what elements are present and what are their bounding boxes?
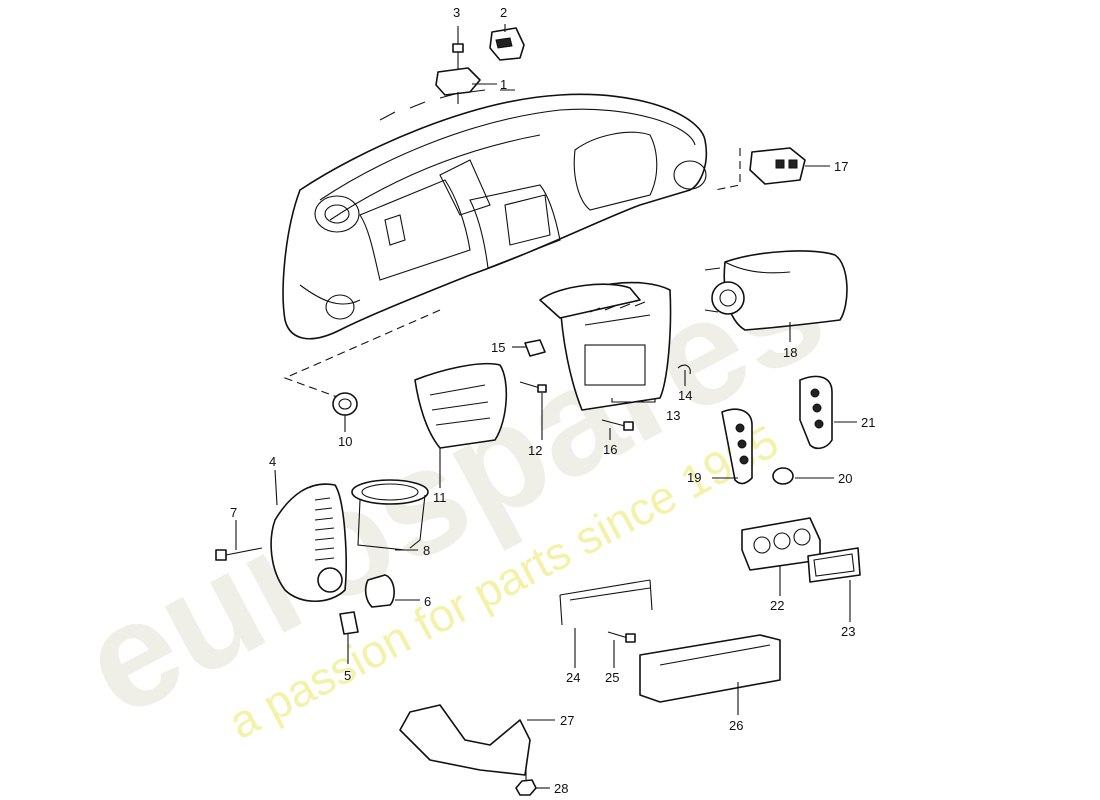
part-1-bracket bbox=[435, 67, 481, 104]
part-15-nut bbox=[524, 339, 546, 357]
part-4-side-panel bbox=[270, 483, 347, 602]
callout-13: 13 bbox=[666, 408, 680, 423]
callout-25: 25 bbox=[605, 670, 619, 685]
part-6-ring bbox=[364, 574, 395, 608]
part-17-switch bbox=[749, 147, 806, 185]
callout-28: 28 bbox=[554, 781, 568, 796]
callout-12: 12 bbox=[528, 443, 542, 458]
part-8-cup-holder bbox=[351, 479, 429, 551]
part-19-vent-bezel bbox=[721, 408, 753, 485]
callout-7: 7 bbox=[230, 505, 237, 520]
callout-16: 16 bbox=[603, 442, 617, 457]
part-3-screw bbox=[452, 43, 464, 72]
callout-labels: 1 2 3 4 5 6 7 8 10 11 12 13 14 15 16 17 … bbox=[230, 5, 875, 796]
reference-lines bbox=[283, 148, 741, 399]
callout-22: 22 bbox=[770, 598, 784, 613]
part-20-cap bbox=[772, 467, 794, 485]
part-7-screw bbox=[215, 547, 263, 561]
part-11-bracket bbox=[414, 362, 508, 449]
callout-27: 27 bbox=[560, 713, 574, 728]
dashboard-body bbox=[282, 89, 708, 340]
callout-11: 11 bbox=[433, 490, 447, 505]
callout-8: 8 bbox=[423, 543, 430, 558]
part-2-clip bbox=[489, 27, 525, 61]
part-24-bracket bbox=[559, 579, 653, 626]
part-5-clip bbox=[339, 611, 359, 635]
callout-20: 20 bbox=[838, 471, 852, 486]
callout-4: 4 bbox=[269, 454, 276, 469]
callout-21: 21 bbox=[861, 415, 875, 430]
part-25-screw bbox=[607, 631, 636, 643]
part-28-nut bbox=[515, 779, 537, 796]
part-18-airbag bbox=[704, 250, 848, 331]
leader-lines bbox=[235, 24, 857, 789]
callout-26: 26 bbox=[729, 718, 743, 733]
callout-15: 15 bbox=[491, 340, 505, 355]
part-21-vent-bezel bbox=[799, 375, 833, 450]
part-13-center-housing bbox=[539, 281, 672, 411]
callout-24: 24 bbox=[566, 670, 580, 685]
callout-2: 2 bbox=[500, 5, 507, 20]
callout-14: 14 bbox=[678, 388, 692, 403]
callout-5: 5 bbox=[344, 668, 351, 683]
callout-6: 6 bbox=[424, 594, 431, 609]
part-23-frame bbox=[807, 547, 861, 583]
callout-23: 23 bbox=[841, 624, 855, 639]
part-26-tray bbox=[639, 634, 781, 703]
callout-3: 3 bbox=[453, 5, 460, 20]
callout-18: 18 bbox=[783, 345, 797, 360]
callout-19: 19 bbox=[687, 470, 701, 485]
callout-17: 17 bbox=[834, 159, 848, 174]
part-27-mount bbox=[399, 704, 531, 776]
part-10-clip bbox=[332, 392, 358, 416]
part-16-screw bbox=[601, 419, 634, 431]
part-12-screw bbox=[519, 381, 547, 393]
callout-10: 10 bbox=[338, 434, 352, 449]
callout-1: 1 bbox=[500, 77, 507, 92]
part-14-clip bbox=[677, 364, 691, 375]
